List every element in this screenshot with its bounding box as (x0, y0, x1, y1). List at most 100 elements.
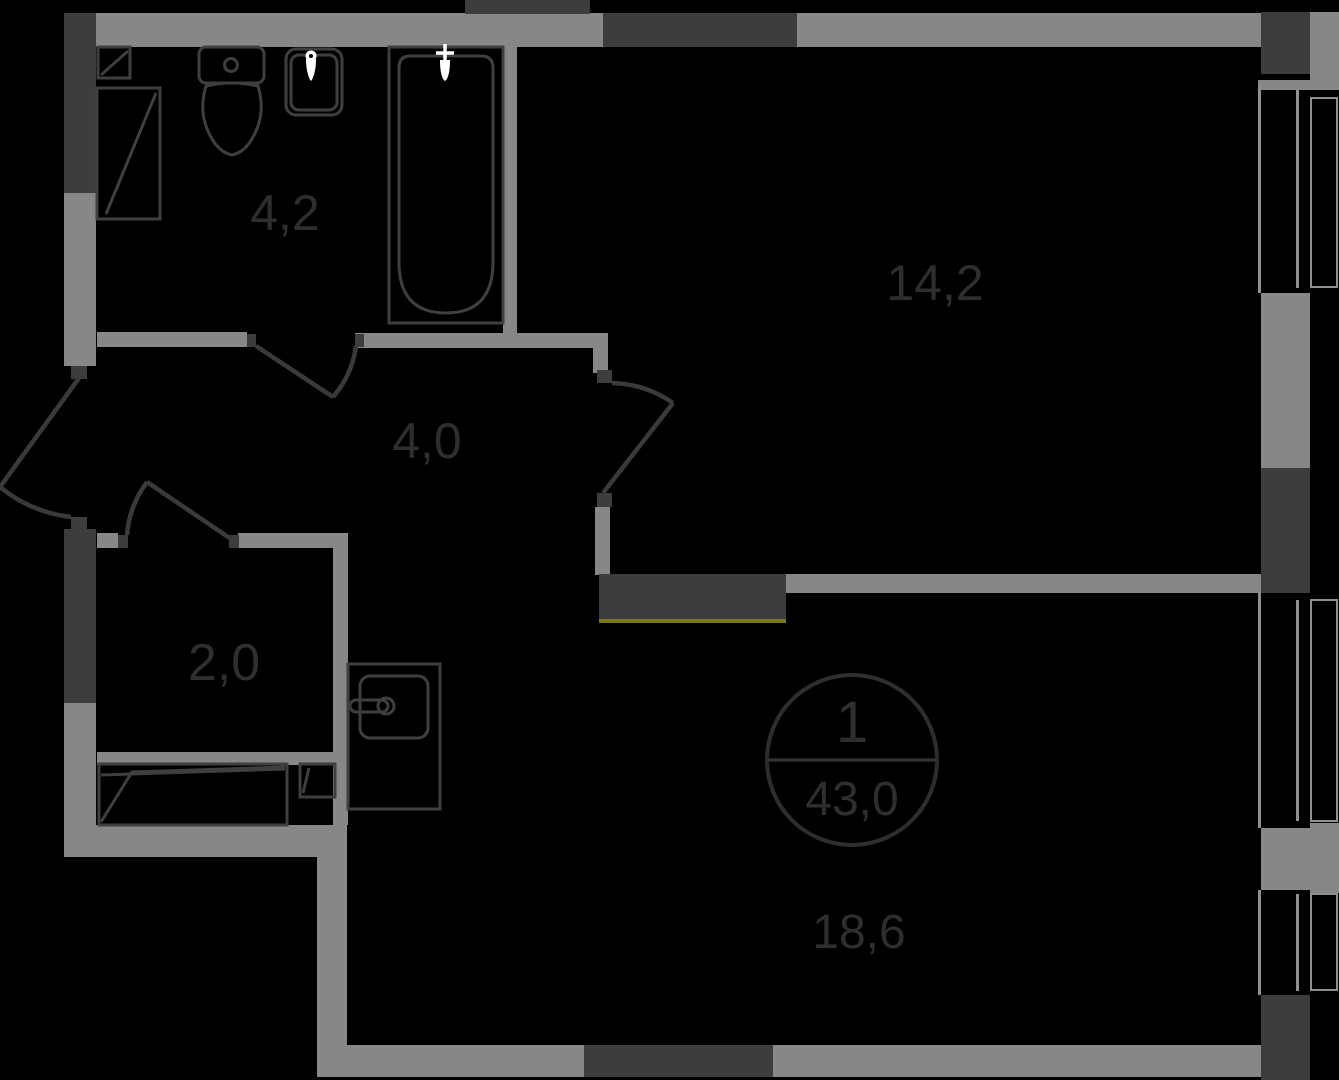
wall-segment (97, 752, 337, 765)
door-jamb (355, 334, 364, 347)
unit-number: 1 (836, 690, 868, 755)
cabinet-top (96, 45, 132, 80)
door-leaf (601, 401, 675, 495)
door-jamb (247, 334, 256, 347)
bathroom-sink (284, 47, 344, 117)
wall-segment-dark (1261, 995, 1310, 1080)
door-jamb (597, 370, 612, 383)
wall-segment-dark (64, 13, 96, 193)
cabinet-door-line (100, 49, 129, 77)
wall-segment (64, 193, 96, 366)
door-jamb (229, 535, 239, 548)
sink-faucet-icon (305, 50, 317, 81)
wall-segment (317, 1045, 1263, 1077)
wall-segment (238, 533, 348, 548)
room-area-living: 18,6 (812, 906, 905, 959)
kitchen-basin (358, 674, 430, 740)
wall-segment (1261, 828, 1310, 890)
room-area-hallway: 4,0 (392, 413, 462, 469)
room-area-bedroom: 14,2 (886, 255, 983, 311)
wall-segment-dark (64, 529, 96, 703)
kitchen-counter (346, 662, 442, 811)
window-glass-line (1296, 90, 1299, 288)
window-glass-line (1296, 600, 1299, 821)
wall-segment (503, 47, 517, 333)
wall-segment (317, 857, 347, 1045)
bedroom-door (601, 380, 675, 495)
window-outer-pane (1310, 893, 1338, 991)
unit-badge: 1 43,0 (765, 673, 939, 847)
wall-segment-dark (1261, 468, 1310, 593)
wall-segment (97, 533, 118, 548)
window-inner-line (1258, 85, 1261, 293)
window-sill (1258, 80, 1310, 90)
wall-segment (1310, 12, 1339, 90)
cabinet-tall (95, 86, 162, 221)
bathtub-inner (397, 54, 495, 315)
wall-segment (97, 332, 247, 347)
walls-dark (64, 0, 1310, 1080)
wardrobe-unit (97, 762, 337, 827)
wardrobe-top-line (100, 767, 286, 777)
door-swing-arc (0, 485, 72, 520)
wall-segment-dark (465, 0, 590, 14)
wall-segment (1310, 823, 1339, 893)
room-area-bathroom: 4,2 (250, 185, 320, 241)
door-leaf (145, 480, 233, 541)
unit-total-area: 43,0 (805, 773, 898, 826)
bath-faucet-icon (436, 44, 454, 81)
wall-segment (355, 333, 608, 348)
wall-segment (786, 574, 1263, 593)
window-bedroom (1258, 85, 1338, 293)
kitchen-faucet-icon (348, 696, 396, 716)
door-jamb (71, 517, 87, 529)
door-leaf (0, 376, 81, 489)
window-living-lower (1258, 890, 1338, 995)
toilet-bowl (201, 81, 263, 157)
window-outer-pane (1310, 97, 1338, 288)
window-inner-line (1258, 593, 1261, 828)
wall-segment (593, 348, 608, 373)
wall-segment (64, 703, 96, 825)
bathroom-cabinet (95, 45, 162, 221)
window-inner-line (1258, 890, 1261, 995)
bathroom-door (254, 344, 359, 399)
wall-segment-dark (603, 13, 797, 47)
entrance-door (0, 376, 81, 520)
wall-segment (1261, 293, 1310, 468)
door-jamb (118, 535, 128, 548)
kitchen-sink (346, 662, 442, 811)
wall-segment (64, 825, 347, 857)
unit-badge-circle (765, 673, 939, 847)
window-outer-pane (1310, 599, 1338, 822)
bathtub-outer (387, 45, 505, 325)
wardrobe-box (97, 762, 289, 827)
wall-segment-dark (599, 574, 786, 622)
window-glass-line (1296, 894, 1299, 991)
bathtub (387, 44, 505, 325)
wardrobe-door (124, 480, 233, 541)
door-swing-arc (611, 380, 675, 405)
door-jamb (597, 493, 612, 507)
toilet (197, 45, 266, 157)
room-area-wardrobe: 2,0 (188, 634, 260, 692)
wall-segment (595, 507, 610, 575)
sink-outer (284, 47, 344, 117)
doors (0, 344, 675, 541)
toilet-button (223, 57, 239, 73)
side-table-line (301, 767, 311, 794)
toilet-tank (197, 45, 266, 85)
wardrobe-fold-lines (99, 765, 286, 823)
windows (1258, 85, 1338, 995)
pipe-line (599, 619, 786, 623)
fixtures (95, 44, 505, 827)
door-leaf (254, 344, 335, 399)
labels: 4,2 14,2 4,0 2,0 18,6 (188, 185, 984, 959)
cabinet-door-line (104, 92, 158, 215)
wall-segment-dark (1261, 12, 1310, 74)
door-swing-arc (331, 345, 359, 399)
wall-segment (333, 548, 348, 825)
door-jamb (71, 366, 87, 379)
